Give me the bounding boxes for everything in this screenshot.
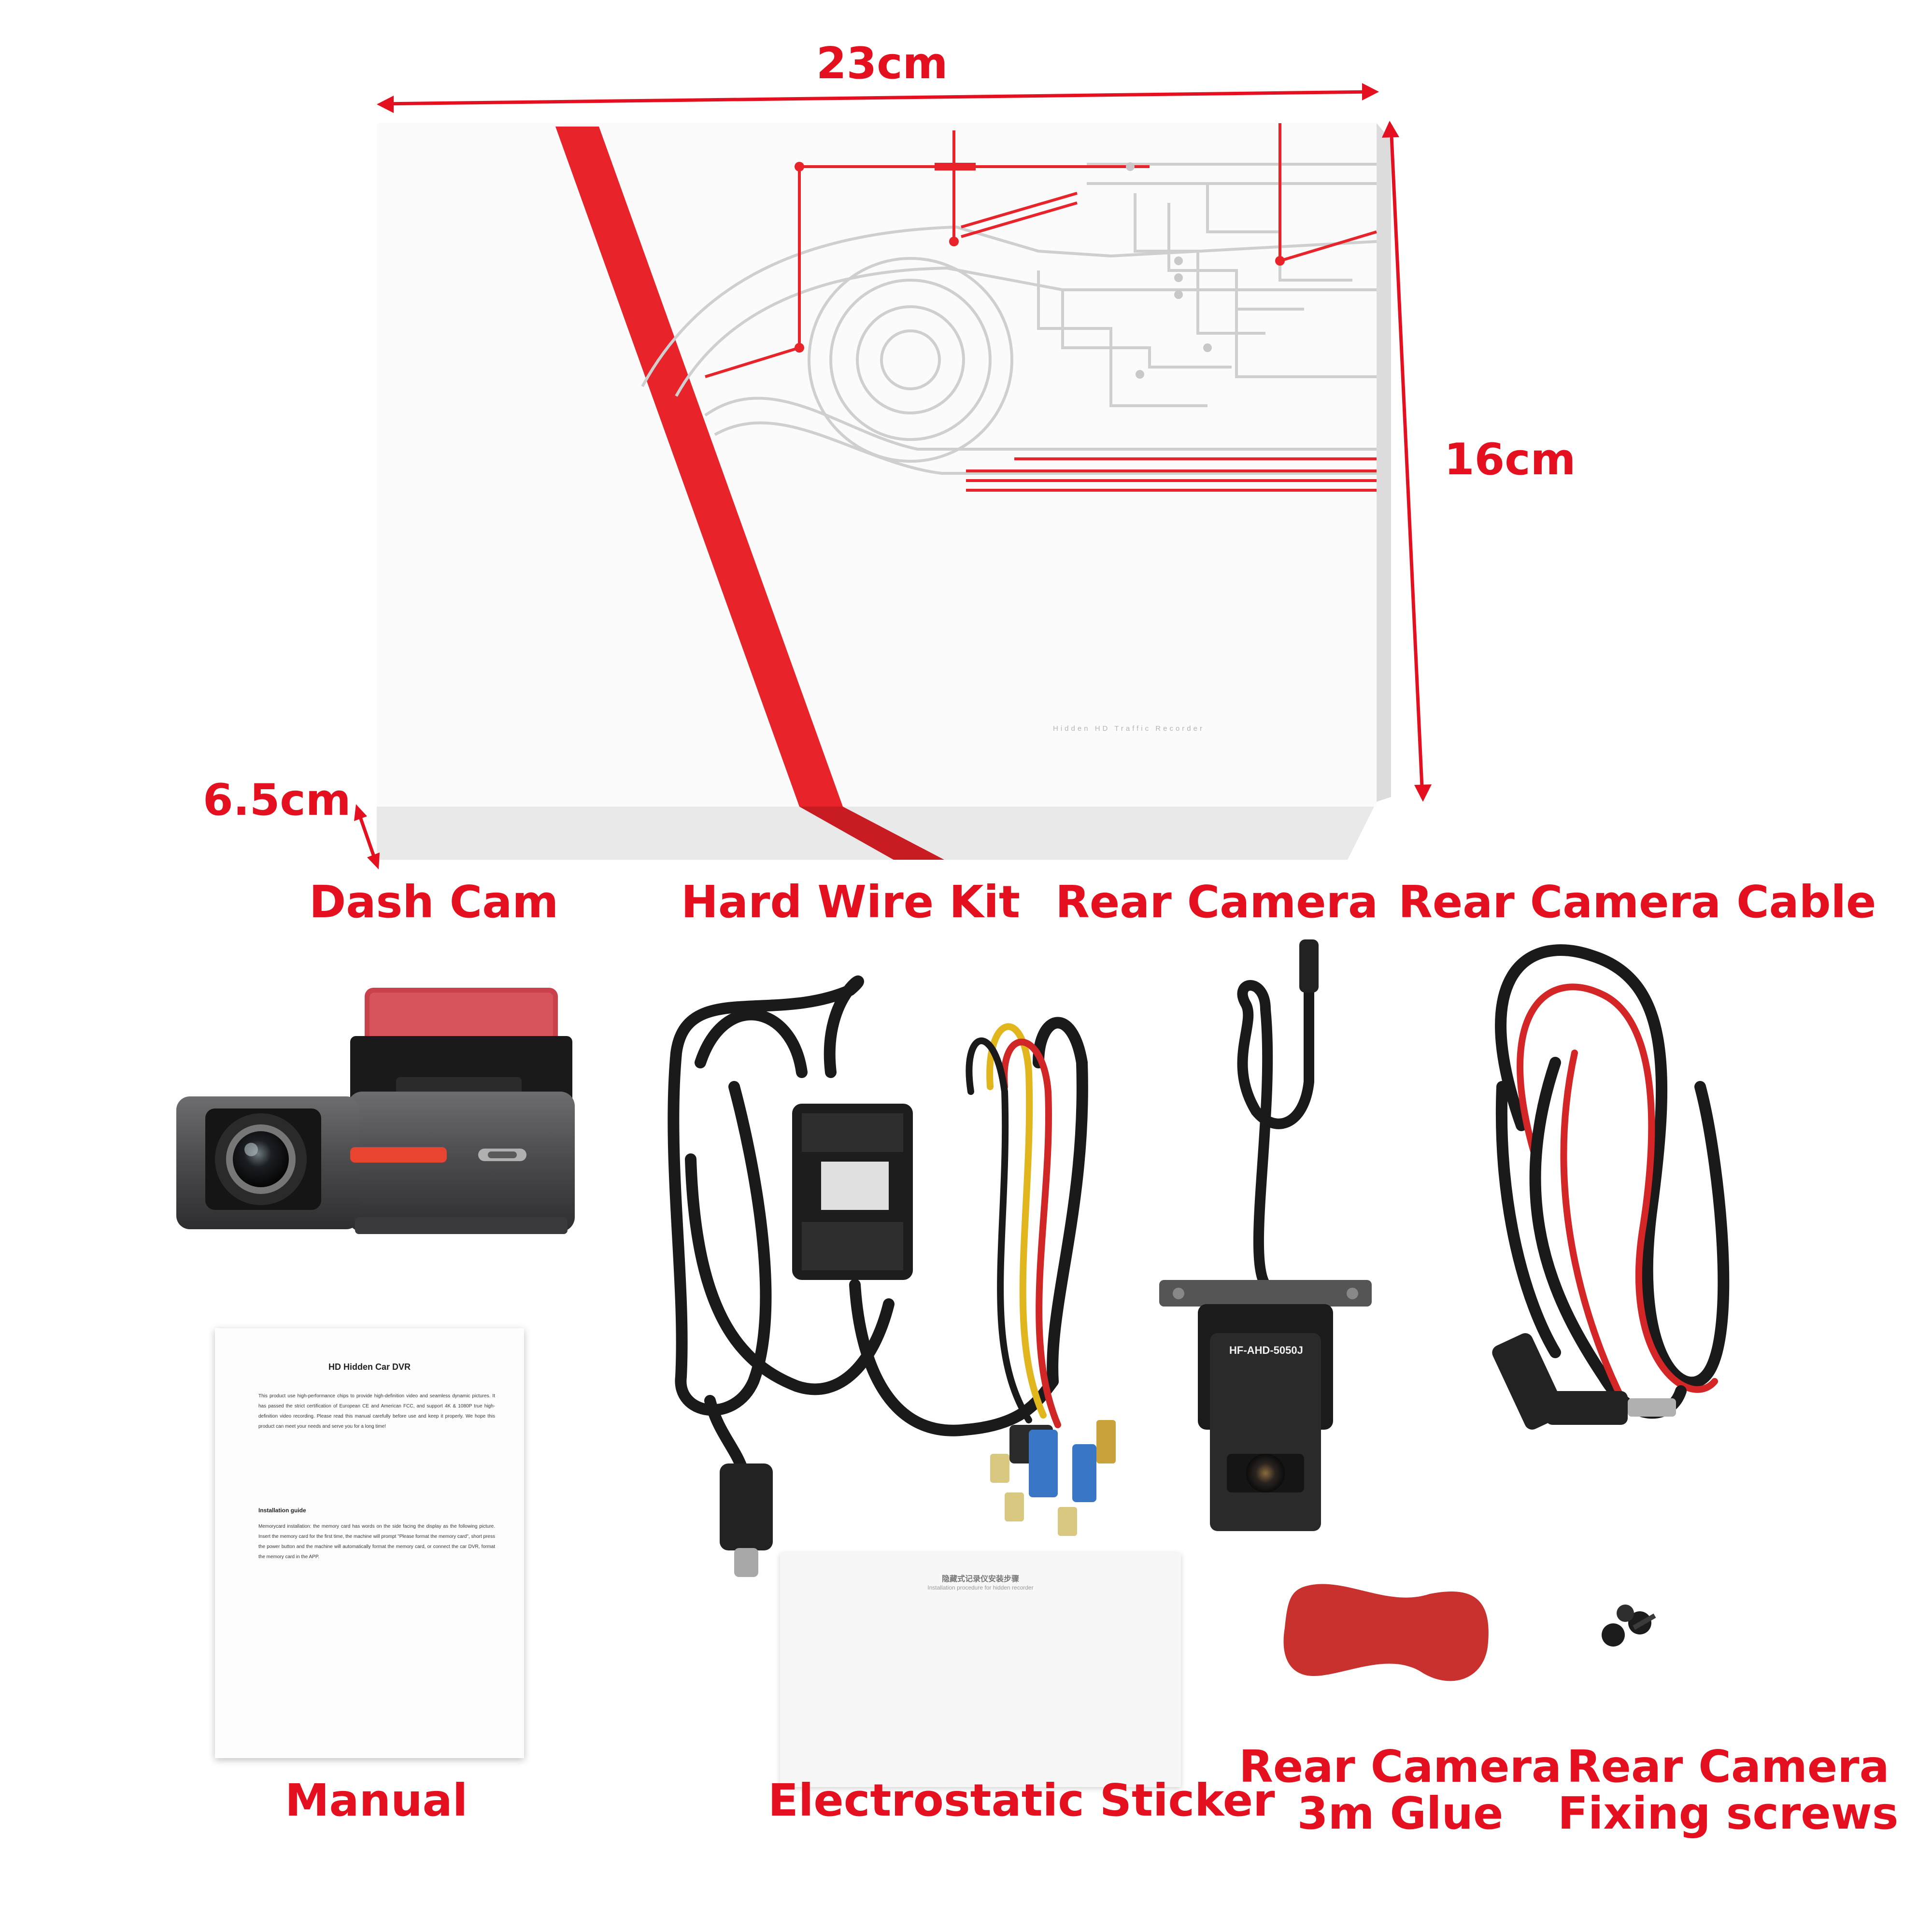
box-red-stripe — [555, 127, 843, 807]
label-rear-camera-cable: Rear Camera Cable — [1398, 876, 1876, 928]
dash-cam-device — [176, 988, 575, 1234]
sticker-title: 隐藏式记录仪安装步骤 — [941, 1575, 1019, 1583]
rear-camera-glue-pad — [1283, 1584, 1489, 1681]
rear-camera-model-label: HF-AHD-5050J — [1229, 1344, 1303, 1356]
label-rear-camera-screws-line1: Rear Camera — [1566, 1741, 1889, 1792]
label-rear-camera-screws-line2: Fixing screws — [1558, 1787, 1899, 1839]
hard-wire-kit-cables — [668, 975, 1088, 1493]
manual-document: HD Hidden Car DVR This product use high-… — [215, 1328, 524, 1758]
box-circuit-nodes — [795, 162, 1285, 353]
label-rear-camera-glue-line1: Rear Camera — [1239, 1741, 1562, 1792]
rear-camera-screws — [1602, 1605, 1656, 1647]
box-car-artwork — [641, 163, 1377, 475]
label-hard-wire-kit: Hard Wire Kit — [681, 876, 1020, 928]
label-dash-cam: Dash Cam — [309, 876, 559, 928]
manual-intro: This product use high-performance chips … — [258, 1393, 495, 1429]
box-circuit-lines — [705, 123, 1377, 492]
label-electrostatic-sticker: Electrostatic Sticker — [768, 1775, 1275, 1826]
electrostatic-sticker: 隐藏式记录仪安装步骤 Installation procedure for hi… — [780, 1553, 1181, 1787]
height-dimension-label: 16cm — [1444, 434, 1576, 485]
manual-guide-heading: Installation guide — [258, 1507, 306, 1514]
label-rear-camera-glue: Rear Camera 3m Glue — [1239, 1741, 1562, 1839]
fuse-taps — [990, 1420, 1116, 1536]
label-rear-camera: Rear Camera — [1055, 876, 1378, 928]
width-arrow — [381, 90, 1375, 106]
sticker-subtitle: Installation procedure for hidden record… — [927, 1584, 1034, 1591]
height-arrow — [1389, 125, 1424, 797]
label-rear-camera-screws: Rear Camera Fixing screws — [1558, 1741, 1899, 1839]
product-box — [377, 123, 1391, 860]
manual-guide-text: Memorycard installation: the memory card… — [258, 1524, 495, 1560]
dimension-arrows — [354, 83, 1432, 869]
box-tagline: Hidden HD Traffic Recorder — [1053, 724, 1205, 733]
rear-camera-device — [1159, 939, 1372, 1531]
label-manual: Manual — [285, 1775, 468, 1826]
manual-title: HD Hidden Car DVR — [328, 1362, 411, 1372]
label-rear-camera-glue-line2: 3m Glue — [1297, 1787, 1504, 1839]
width-dimension-label: 23cm — [816, 38, 948, 89]
depth-dimension-label: 6.5cm — [203, 775, 351, 825]
